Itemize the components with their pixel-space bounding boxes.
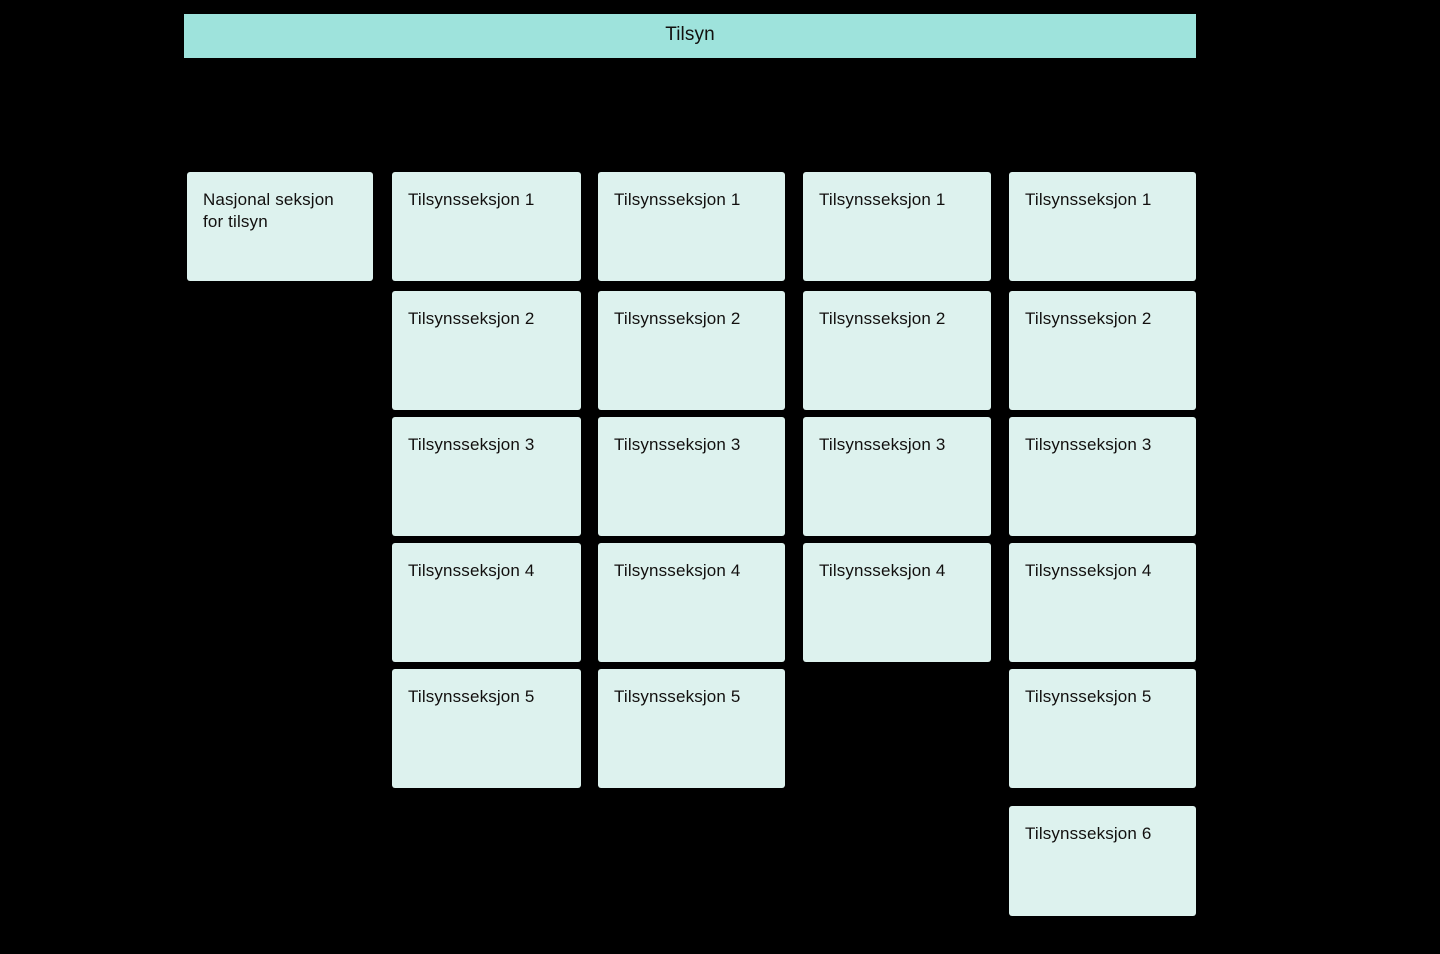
node-label: Tilsynsseksjon 1 bbox=[1025, 190, 1152, 209]
node-region2-seksjon3[interactable]: Tilsynsseksjon 3 bbox=[598, 417, 785, 536]
node-label: Tilsynsseksjon 3 bbox=[614, 435, 741, 454]
node-region1-seksjon2[interactable]: Tilsynsseksjon 2 bbox=[392, 291, 581, 410]
node-region1-seksjon1[interactable]: Tilsynsseksjon 1 bbox=[392, 172, 581, 281]
node-region2-seksjon4[interactable]: Tilsynsseksjon 4 bbox=[598, 543, 785, 662]
node-region4-seksjon1[interactable]: Tilsynsseksjon 1 bbox=[1009, 172, 1196, 281]
node-label: Tilsynsseksjon 1 bbox=[408, 190, 535, 209]
node-label: Tilsynsseksjon 4 bbox=[614, 561, 741, 580]
node-label: Tilsynsseksjon 1 bbox=[614, 190, 741, 209]
node-region4-seksjon3[interactable]: Tilsynsseksjon 3 bbox=[1009, 417, 1196, 536]
node-region3-seksjon1[interactable]: Tilsynsseksjon 1 bbox=[803, 172, 991, 281]
node-label: Tilsynsseksjon 6 bbox=[1025, 824, 1152, 843]
node-region2-seksjon2[interactable]: Tilsynsseksjon 2 bbox=[598, 291, 785, 410]
node-label: Tilsynsseksjon 4 bbox=[408, 561, 535, 580]
node-label: Tilsynsseksjon 5 bbox=[408, 687, 535, 706]
node-label: Tilsynsseksjon 3 bbox=[819, 435, 946, 454]
node-region3-seksjon4[interactable]: Tilsynsseksjon 4 bbox=[803, 543, 991, 662]
chart-header-bar: Tilsyn bbox=[184, 14, 1196, 58]
node-region4-seksjon6[interactable]: Tilsynsseksjon 6 bbox=[1009, 806, 1196, 916]
node-label: Tilsynsseksjon 2 bbox=[408, 309, 535, 328]
node-region3-seksjon3[interactable]: Tilsynsseksjon 3 bbox=[803, 417, 991, 536]
node-label: Tilsynsseksjon 5 bbox=[614, 687, 741, 706]
node-region4-seksjon5[interactable]: Tilsynsseksjon 5 bbox=[1009, 669, 1196, 788]
node-label: Tilsynsseksjon 2 bbox=[614, 309, 741, 328]
node-label: Tilsynsseksjon 3 bbox=[408, 435, 535, 454]
node-label: Tilsynsseksjon 4 bbox=[819, 561, 946, 580]
node-region2-seksjon1[interactable]: Tilsynsseksjon 1 bbox=[598, 172, 785, 281]
chart-header-title: Tilsyn bbox=[665, 24, 715, 45]
node-region1-seksjon3[interactable]: Tilsynsseksjon 3 bbox=[392, 417, 581, 536]
node-region4-seksjon4[interactable]: Tilsynsseksjon 4 bbox=[1009, 543, 1196, 662]
node-label: Tilsynsseksjon 2 bbox=[819, 309, 946, 328]
node-region1-seksjon5[interactable]: Tilsynsseksjon 5 bbox=[392, 669, 581, 788]
node-label: Tilsynsseksjon 4 bbox=[1025, 561, 1152, 580]
node-region1-seksjon4[interactable]: Tilsynsseksjon 4 bbox=[392, 543, 581, 662]
node-label: Tilsynsseksjon 5 bbox=[1025, 687, 1152, 706]
node-region3-seksjon2[interactable]: Tilsynsseksjon 2 bbox=[803, 291, 991, 410]
node-national-tilsyn[interactable]: Nasjonal seksjon for tilsyn bbox=[187, 172, 373, 281]
node-label: Tilsynsseksjon 1 bbox=[819, 190, 946, 209]
node-region2-seksjon5[interactable]: Tilsynsseksjon 5 bbox=[598, 669, 785, 788]
node-label: Tilsynsseksjon 3 bbox=[1025, 435, 1152, 454]
node-label: Tilsynsseksjon 2 bbox=[1025, 309, 1152, 328]
node-label: Nasjonal seksjon for tilsyn bbox=[203, 190, 334, 231]
node-region4-seksjon2[interactable]: Tilsynsseksjon 2 bbox=[1009, 291, 1196, 410]
